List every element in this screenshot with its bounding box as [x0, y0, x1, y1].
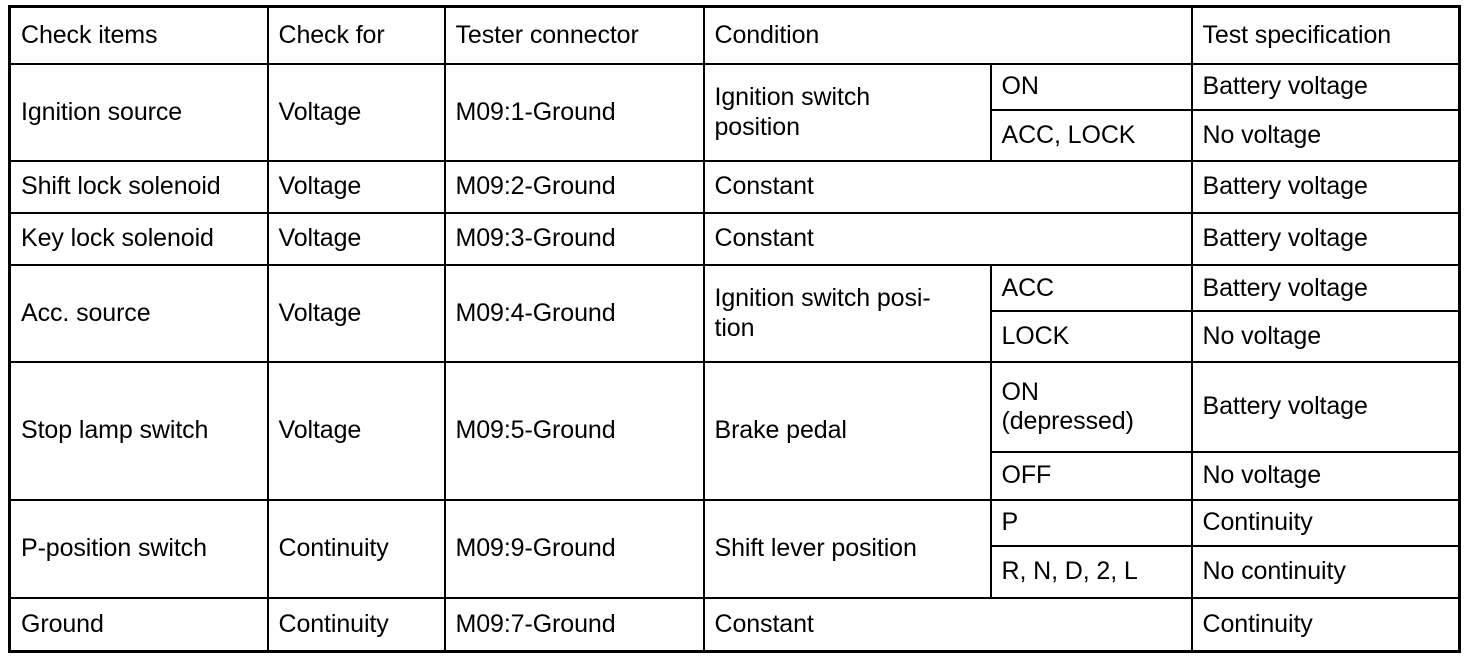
cell-check-item: Key lock solenoid	[8, 212, 269, 267]
table-row: LOCK No voltage	[10, 310, 1461, 364]
table-row: Acc. source Voltage M09:4-Ground Ignitio…	[8, 264, 1461, 364]
cell-check-for: Voltage	[266, 361, 446, 501]
cell-tester-connector: M09:5-Ground	[443, 361, 705, 501]
table-header: Check items Check for Tester connector C…	[8, 5, 1461, 65]
cell-condition-sub: LOCK	[989, 310, 1193, 364]
cell-condition-sub: ACC, LOCK	[989, 109, 1193, 163]
cell-condition-sub: ON	[989, 62, 1193, 112]
table-row: Shift lock solenoid Voltage M09:2-Ground…	[8, 160, 1461, 215]
cell-tester-connector: M09:9-Ground	[443, 498, 705, 600]
table-body: Ignition source Voltage M09:1-Ground Ign…	[8, 62, 1461, 653]
cell-condition-sub: ON(depressed)	[989, 361, 1193, 453]
condition-line-1: Ignition switch posi-	[714, 284, 931, 313]
column-header-check-items: Check items	[8, 5, 269, 65]
cell-test-spec: Battery voltage	[1190, 160, 1461, 215]
cell-condition-main: Ignition switch posi-tion	[702, 264, 992, 364]
cell-check-item: Shift lock solenoid	[8, 160, 269, 215]
cell-test-spec: Continuity	[1190, 597, 1461, 653]
cell-check-for: Voltage	[266, 212, 446, 267]
cell-test-spec: Battery voltage	[1190, 212, 1461, 267]
cell-check-item: P-position switch	[8, 498, 269, 600]
cell-check-item: Acc. source	[8, 264, 269, 364]
cell-tester-connector: M09:4-Ground	[443, 264, 705, 364]
cell-condition-sub: P	[989, 498, 1193, 548]
cell-condition-sub: ACC	[989, 264, 1193, 313]
table-row: R, N, D, 2, L No continuity	[10, 545, 1461, 599]
cell-condition-main: Brake pedal	[702, 361, 992, 501]
column-header-check-for: Check for	[266, 5, 446, 65]
cell-test-spec: No voltage	[1190, 109, 1461, 163]
cell-check-for: Voltage	[266, 264, 446, 364]
cell-check-item: Ground	[8, 597, 269, 653]
condition-sub-line-2: (depressed)	[1001, 407, 1134, 436]
inspection-spec-table: Check items Check for Tester connector C…	[8, 5, 1462, 653]
cell-check-for: Voltage	[266, 62, 446, 163]
cell-check-item: Stop lamp switch	[8, 361, 269, 501]
cell-check-item: Ignition source	[8, 62, 269, 163]
cell-condition-main: Constant	[702, 212, 1193, 267]
cell-check-for: Continuity	[266, 597, 446, 653]
cell-test-spec: Battery voltage	[1190, 361, 1461, 453]
cell-test-spec: No voltage	[1190, 450, 1461, 501]
cell-test-spec: Battery voltage	[1190, 264, 1461, 313]
table-row: Ground Continuity M09:7-Ground Constant …	[8, 597, 1461, 653]
cell-test-spec: Continuity	[1190, 498, 1461, 548]
condition-line-2: tion	[714, 313, 755, 342]
column-header-condition: Condition	[702, 5, 1193, 65]
cell-tester-connector: M09:1-Ground	[443, 62, 705, 163]
table-row: P-position switch Continuity M09:9-Groun…	[8, 498, 1461, 600]
cell-tester-connector: M09:7-Ground	[443, 597, 705, 653]
table-row: ACC, LOCK No voltage	[10, 109, 1461, 163]
cell-condition-main: Constant	[702, 160, 1193, 215]
cell-check-for: Voltage	[266, 160, 446, 215]
header-row: Check items Check for Tester connector C…	[8, 5, 1461, 65]
condition-line-1: Ignition switch	[714, 83, 871, 112]
column-header-tester-connector: Tester connector	[443, 5, 705, 65]
cell-condition-main: Constant	[702, 597, 1193, 653]
cell-test-spec: No continuity	[1190, 545, 1461, 599]
cell-condition-main: Shift lever position	[702, 498, 992, 600]
table-row: Key lock solenoid Voltage M09:3-Ground C…	[8, 212, 1461, 267]
cell-test-spec: No voltage	[1190, 310, 1461, 364]
cell-condition-sub: OFF	[989, 450, 1193, 501]
condition-line-2: position	[714, 112, 800, 141]
cell-tester-connector: M09:2-Ground	[443, 160, 705, 215]
table-row: Stop lamp switch Voltage M09:5-Ground Br…	[8, 361, 1461, 501]
cell-condition-sub: R, N, D, 2, L	[989, 545, 1193, 599]
table-row: Ignition source Voltage M09:1-Ground Ign…	[8, 62, 1461, 163]
cell-check-for: Continuity	[266, 498, 446, 600]
column-header-test-specification: Test specification	[1190, 5, 1461, 65]
cell-test-spec: Battery voltage	[1190, 62, 1461, 112]
table-row: OFF No voltage	[10, 450, 1461, 501]
cell-tester-connector: M09:3-Ground	[443, 212, 705, 267]
condition-sub-line-1: ON	[1001, 377, 1039, 406]
